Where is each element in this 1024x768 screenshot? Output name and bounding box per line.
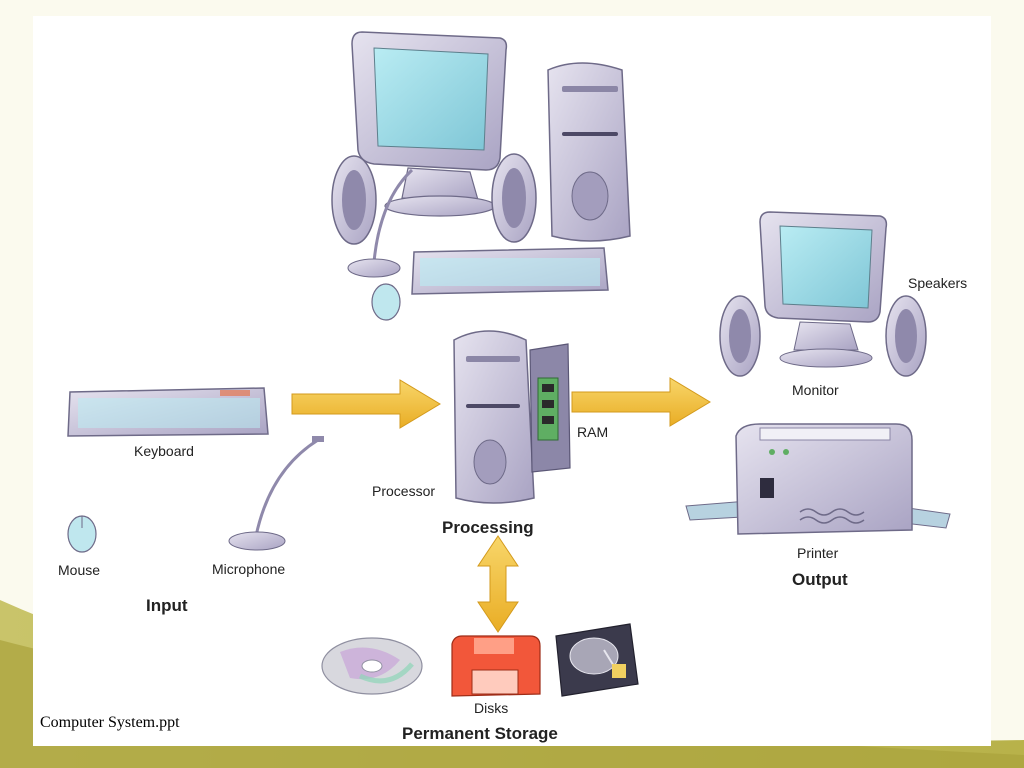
- ram-module-icon: [529, 343, 571, 473]
- keyboard-icon: [411, 247, 609, 295]
- floppy-disk-icon: [451, 635, 541, 697]
- input-heading: Input: [146, 596, 188, 615]
- speaker-icon: [885, 295, 927, 377]
- speakers-label: Speakers: [908, 275, 968, 291]
- hard-drive-icon: [555, 623, 639, 697]
- processor-label: Processor: [372, 483, 436, 499]
- microphone-label: Microphone: [212, 561, 286, 577]
- cd-disk-icon: [321, 637, 423, 695]
- processing-heading: Processing: [442, 518, 534, 537]
- speaker-icon: [491, 153, 537, 243]
- printer-label: Printer: [797, 545, 839, 561]
- tower-processor-icon: [453, 330, 535, 504]
- desktop-monitor-icon: [351, 31, 508, 217]
- speaker-icon: [331, 155, 377, 245]
- desktop-computer-icon: [331, 31, 631, 321]
- mouse-icon: [371, 283, 401, 321]
- monitor-label: Monitor: [792, 382, 839, 398]
- output-heading: Output: [792, 570, 848, 589]
- disks-label: Disks: [474, 700, 509, 716]
- mouse-label: Mouse: [58, 562, 101, 578]
- ram-label: RAM: [577, 424, 609, 440]
- arrow-updown-icon: [477, 535, 519, 633]
- speaker-icon: [719, 295, 761, 377]
- arrow-right-icon: [291, 379, 441, 429]
- microphone-icon: [347, 168, 414, 278]
- input-microphone-icon: [228, 436, 324, 551]
- monitor-icon: [759, 211, 888, 368]
- printer-icon: [685, 423, 951, 535]
- arrow-right-icon: [571, 377, 711, 427]
- slide-caption: Computer System.ppt: [40, 714, 180, 731]
- input-mouse-icon: [67, 515, 97, 553]
- permanent-storage-heading: Permanent Storage: [402, 724, 558, 743]
- keyboard-label: Keyboard: [134, 443, 194, 459]
- desktop-tower-icon: [547, 62, 631, 242]
- input-keyboard-icon: [67, 387, 269, 437]
